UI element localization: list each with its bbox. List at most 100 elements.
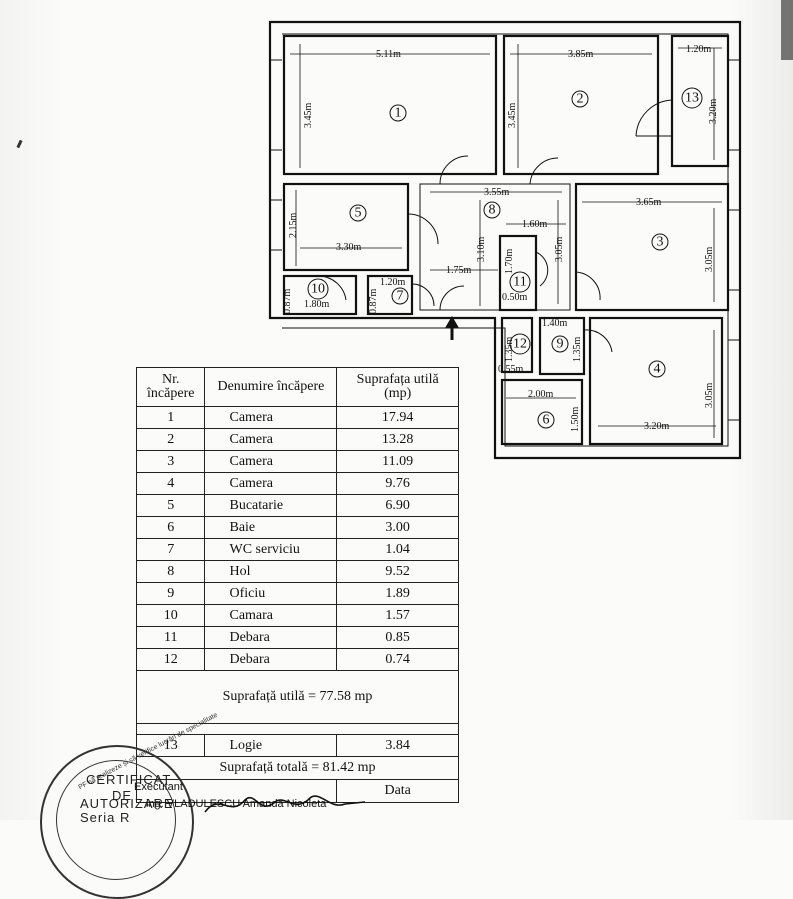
date-label: Data bbox=[336, 779, 459, 803]
room-number: 13 bbox=[685, 91, 699, 106]
room-1-outline bbox=[282, 34, 498, 176]
room-8-outline bbox=[419, 183, 571, 311]
room-2-outline bbox=[502, 34, 660, 176]
row-nr: 6 bbox=[135, 516, 206, 539]
dim-label: 1.60m bbox=[522, 219, 548, 230]
dim-label: 3.55m bbox=[484, 187, 510, 198]
door-5-swing bbox=[407, 213, 439, 245]
spacer-row bbox=[136, 723, 459, 735]
row-area: 9.76 bbox=[336, 472, 459, 495]
row-area: 11.09 bbox=[336, 450, 459, 473]
dim-label: 3.20m bbox=[644, 421, 670, 432]
inner-wall-line bbox=[282, 33, 729, 447]
row-name: Debara bbox=[204, 648, 338, 671]
dim-label: 2.15m bbox=[288, 213, 299, 239]
row-area: 0.85 bbox=[336, 626, 459, 649]
dim-label: 3.45m bbox=[507, 103, 518, 129]
dim-label: 2.00m bbox=[528, 389, 554, 400]
row-nr: 12 bbox=[135, 648, 206, 671]
row-area: 3.84 bbox=[336, 734, 459, 757]
room-number: 12 bbox=[513, 337, 527, 352]
useful-area-total: Suprafață utilă = 77.58 mp bbox=[136, 670, 459, 724]
dim-label: 1.40m bbox=[542, 318, 568, 329]
table-header-row: Nr. încăpere Denumire încăpere Suprafața… bbox=[135, 367, 459, 407]
dim-label: 3.05m bbox=[704, 247, 715, 273]
room-number: 1 bbox=[395, 106, 402, 121]
room-3-outline bbox=[574, 182, 730, 312]
row-nr: 11 bbox=[135, 626, 206, 649]
stamp-line-3: AUTORIZARE bbox=[80, 796, 174, 811]
total-area-row: Suprafață totală = 81.42 mp bbox=[136, 756, 459, 780]
header-area: Suprafața utilă (mp) bbox=[336, 367, 459, 407]
header-name: Denumire încăpere bbox=[204, 367, 338, 407]
row-area: 1.04 bbox=[336, 538, 459, 561]
row-name: Hol bbox=[204, 560, 338, 583]
dim-label: 0.87m bbox=[282, 289, 293, 315]
row-name: Camera bbox=[204, 472, 338, 495]
room-12-outline bbox=[500, 316, 534, 374]
stamp-line-1: CERTIFICAT bbox=[86, 772, 172, 787]
room-number: 7 bbox=[397, 289, 404, 304]
floor-plan: 5.11m 3.85m 1.20m 3.45m 3.45m 3.20m 3.55… bbox=[268, 20, 742, 460]
room-number-markers: 1 2 3 4 5 6 7 8 9 10 11 12 13 bbox=[307, 87, 703, 429]
dim-label: 1.20m bbox=[686, 44, 712, 55]
row-nr: 5 bbox=[135, 494, 206, 517]
room-9-outline bbox=[538, 316, 586, 376]
dim-label: 3.20m bbox=[708, 99, 719, 125]
room-number: 5 bbox=[355, 206, 362, 221]
executant-name: ing. VLADULESCU Amanda Nicoleta bbox=[146, 798, 327, 810]
area-table: Nr. încăpere Denumire încăpere Suprafața… bbox=[135, 367, 459, 803]
room-number: 9 bbox=[557, 337, 564, 352]
room-11-outline bbox=[498, 234, 538, 312]
row-nr: 1 bbox=[135, 406, 206, 429]
row-nr: 2 bbox=[135, 428, 206, 451]
room-5-outline bbox=[282, 182, 410, 272]
room-number: 2 bbox=[577, 92, 584, 107]
row-name: Camara bbox=[204, 604, 338, 627]
row-name: Camera bbox=[204, 406, 338, 429]
row-area: 1.57 bbox=[336, 604, 459, 627]
dim-label: 3.45m bbox=[303, 103, 314, 129]
header-nr: Nr. încăpere bbox=[135, 367, 206, 407]
dim-label: 3.65m bbox=[636, 197, 662, 208]
useful-area-row: Suprafață utilă = 77.58 mp bbox=[136, 670, 459, 724]
room-number: 6 bbox=[543, 413, 550, 428]
row-area: 6.90 bbox=[336, 494, 459, 517]
row-nr: 8 bbox=[135, 560, 206, 583]
entry-arrow-icon bbox=[445, 316, 459, 340]
door-13-swing bbox=[635, 99, 673, 137]
dim-label: 1.20m bbox=[380, 277, 406, 288]
dim-label: 5.11m bbox=[376, 49, 401, 60]
executant-label: Executant bbox=[134, 781, 183, 793]
outer-wall bbox=[268, 20, 742, 460]
row-name: Camera bbox=[204, 450, 338, 473]
row-name: Bucatarie bbox=[204, 494, 338, 517]
table-row: 13 Logie 3.84 bbox=[135, 734, 459, 757]
dim-label: 1.35m bbox=[572, 337, 583, 363]
room-13-outline bbox=[670, 34, 730, 168]
row-name: Debara bbox=[204, 626, 338, 649]
row-name: WC serviciu bbox=[204, 538, 338, 561]
dim-label: 0.55m bbox=[498, 364, 524, 375]
dim-label: 0.50m bbox=[502, 292, 528, 303]
door-3-swing bbox=[575, 271, 601, 301]
dim-label: 1.70m bbox=[504, 249, 515, 275]
dim-label: 3.30m bbox=[336, 242, 362, 253]
door-2-swing bbox=[529, 157, 559, 185]
window-marks bbox=[270, 59, 740, 421]
row-area: 17.94 bbox=[336, 406, 459, 429]
room-number: 11 bbox=[513, 275, 526, 290]
dim-label: 3.05m bbox=[554, 237, 565, 263]
door-1-swing bbox=[439, 155, 469, 185]
row-name: Baie bbox=[204, 516, 338, 539]
